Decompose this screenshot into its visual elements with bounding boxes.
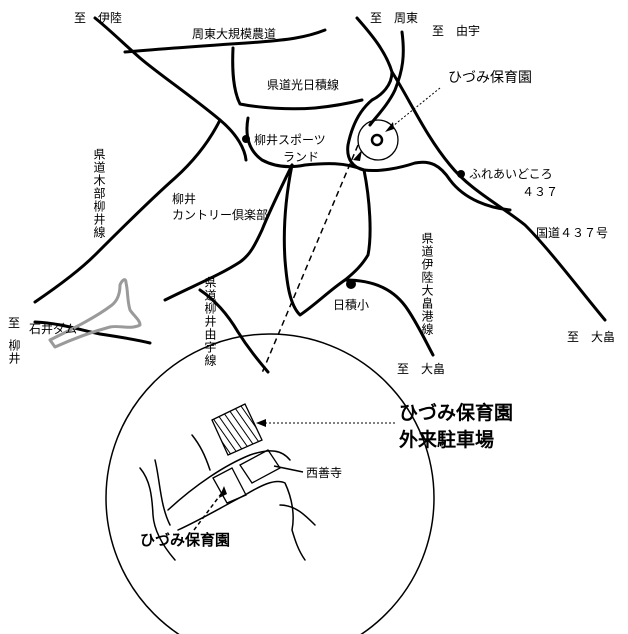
label-prefroad-iryo-oshima: 県道伊陸大畠港線 <box>420 232 434 336</box>
inset-nursery-leader <box>193 489 225 531</box>
label-to-yanai-1: 至 <box>8 316 21 330</box>
label-sports-land-1: 柳井スポーツ <box>254 133 326 147</box>
label-country-club-1: 柳井 <box>172 192 197 206</box>
prefroad-kiburi-yanai <box>33 118 222 304</box>
inset-road-1 <box>139 467 176 561</box>
inset-nursery-building <box>212 467 247 504</box>
hizumi-elem-dot <box>346 279 356 289</box>
label-to-yu: 至 由宇 <box>432 24 481 38</box>
road-iryo <box>93 16 248 162</box>
label-farm-road: 周東大規模農道 <box>192 27 277 41</box>
fureai-dot <box>457 170 465 178</box>
hizumi-nursery-marker <box>370 133 384 147</box>
label-fureai-1: ふれあいどころ <box>469 167 553 181</box>
road-country-club <box>163 163 294 302</box>
saizenji-leader <box>273 465 304 473</box>
label-sports-land-2: ランド <box>283 150 320 164</box>
road-to-yanai <box>33 320 152 345</box>
label-to-shuto: 至 周東 <box>370 11 419 25</box>
label-prefroad-kiburi-yanai: 県道木部柳井線 <box>92 148 106 239</box>
label-ishii-dam: 石井ダム <box>29 322 78 336</box>
inset-leader <box>261 144 359 374</box>
label-prefroad-yanai-yu: 県道柳井由宇線 <box>203 276 217 367</box>
inset-road-5 <box>191 434 211 471</box>
label-saizenji: 西善寺 <box>306 466 343 480</box>
label-to-oshima-center: 至 大畠 <box>397 362 446 376</box>
label-inset-nursery: ひづみ保育園 <box>140 531 231 549</box>
inset-road-3 <box>167 450 291 511</box>
nursery-leader <box>387 87 441 131</box>
road-to-oshima-center <box>343 278 435 357</box>
national-road-437 <box>390 70 607 322</box>
sports-land-dot <box>242 135 250 143</box>
farm-road <box>123 28 327 54</box>
label-to-oshima-right: 至 大畠 <box>567 330 616 344</box>
prefroad-hikari-hizumi <box>231 46 364 111</box>
label-visitor-parking-2: 外来駐車場 <box>399 429 495 451</box>
ishii-dam-outline <box>48 278 142 349</box>
label-hizumi-nursery: ひづみ保育園 <box>448 70 532 86</box>
label-country-club-2: カントリー倶楽部 <box>172 208 269 222</box>
prefroad-yanai-yu <box>198 288 270 374</box>
label-hizumi-elementary: 日積小 <box>333 298 370 312</box>
label-to-iryo: 至 伊陸 <box>74 11 123 25</box>
inset-road-6 <box>279 504 316 526</box>
road-437-upper <box>362 160 512 212</box>
label-fureai-2: ４３７ <box>522 185 559 199</box>
inset-road-4 <box>177 480 306 561</box>
road-hizumi-elem <box>282 163 372 317</box>
label-to-yanai-2: 柳井 <box>7 339 21 365</box>
visitor-parking-lot <box>211 403 263 456</box>
label-visitor-parking-1: ひづみ保育園 <box>399 402 514 424</box>
inset-road-2 <box>154 459 171 526</box>
road-shuto <box>346 16 394 172</box>
inset-circle <box>105 333 435 634</box>
road-yu <box>368 30 405 127</box>
label-prefroad-hikari-hizumi: 県道光日積線 <box>267 78 340 92</box>
label-national-road-437: 国道４３７号 <box>536 226 609 240</box>
hizumi-nursery-area <box>357 119 399 161</box>
